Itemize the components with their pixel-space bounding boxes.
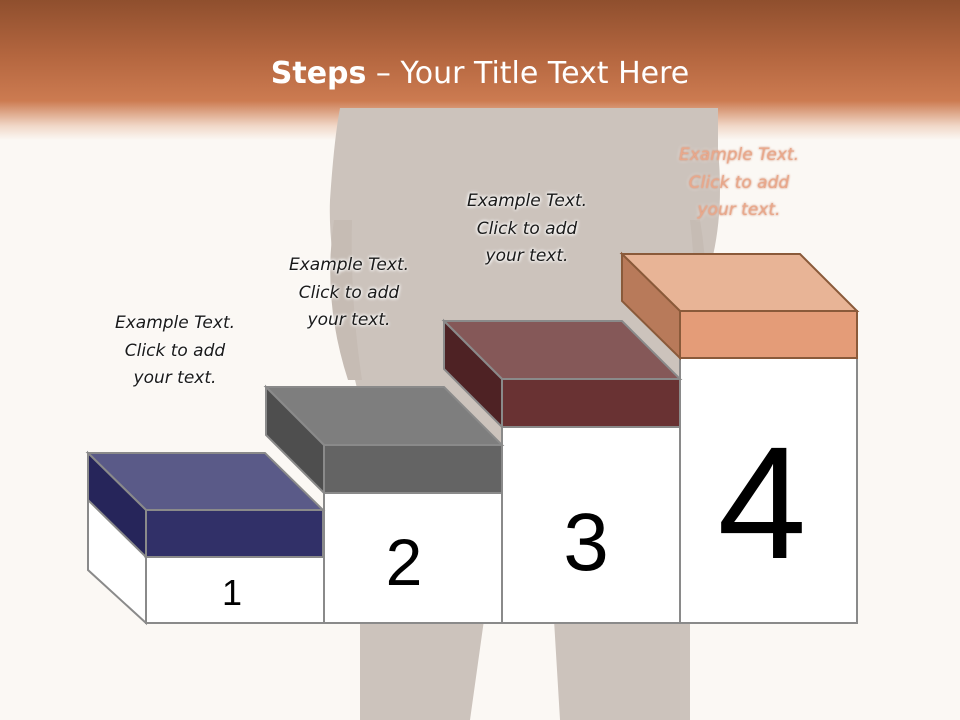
caption-line: Example Text. bbox=[288, 255, 410, 275]
caption-line: your text. bbox=[133, 368, 217, 388]
caption-line: Click to add bbox=[124, 340, 226, 361]
step-3-block[interactable] bbox=[441, 318, 683, 430]
step-4-number: 4 bbox=[718, 413, 807, 592]
step-3-caption[interactable]: Example Text. Click to add your text. bbox=[427, 188, 627, 271]
title-separator: – bbox=[366, 56, 401, 91]
caption-line: Example Text. bbox=[466, 191, 588, 211]
caption-line: Example Text. bbox=[114, 313, 236, 333]
step-2-caption[interactable]: Example Text. Click to add your text. bbox=[249, 252, 449, 335]
step-2-block[interactable] bbox=[263, 384, 505, 496]
step-3-number: 3 bbox=[563, 497, 609, 588]
caption-line: your text. bbox=[485, 246, 569, 266]
step-1-caption[interactable]: Example Text. Click to add your text. bbox=[75, 310, 275, 393]
caption-line: Click to add bbox=[476, 218, 578, 239]
podium-frames bbox=[87, 357, 858, 626]
caption-line: your text. bbox=[697, 200, 781, 220]
title-rest: Your Title Text Here bbox=[400, 56, 690, 91]
step-1-block[interactable] bbox=[85, 450, 326, 560]
caption-line: Example Text. bbox=[678, 145, 800, 165]
caption-line: Click to add bbox=[298, 282, 400, 303]
caption-line: Click to add bbox=[688, 172, 790, 193]
caption-line: your text. bbox=[307, 310, 391, 330]
page-title[interactable]: Steps – Your Title Text Here bbox=[0, 54, 960, 94]
title-bold: Steps bbox=[270, 56, 367, 91]
step-4-caption[interactable]: Example Text. Click to add your text. bbox=[639, 142, 839, 225]
step-1-number: 1 bbox=[222, 572, 242, 613]
step-4-block[interactable] bbox=[619, 251, 860, 361]
step-2-number: 2 bbox=[386, 525, 423, 599]
